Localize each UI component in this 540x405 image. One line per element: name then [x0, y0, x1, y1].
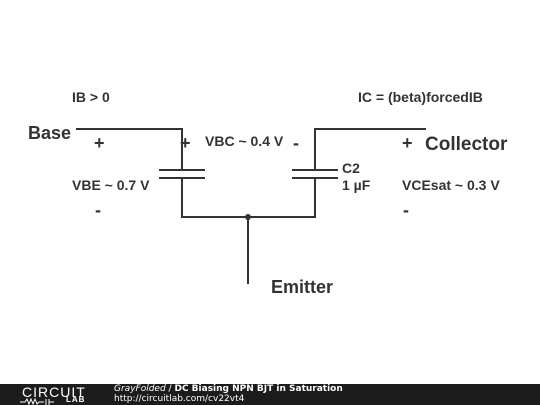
footer-author[interactable]: GrayFolded	[114, 384, 166, 394]
vce-minus: -	[403, 200, 409, 220]
footer-circuit-title[interactable]: DC Biasing NPN BJT in Saturation	[174, 384, 343, 394]
vbc-minus: -	[293, 133, 299, 153]
vbc-plus: +	[180, 133, 191, 153]
vbc-voltage: VBC ~ 0.4 V	[205, 133, 284, 149]
ib-label: IB > 0	[72, 89, 110, 105]
circuitlab-logo-bottom: LAB	[66, 395, 86, 404]
collector-label: Collector	[425, 134, 508, 155]
vce-plus: +	[402, 133, 413, 153]
emitter-label: Emitter	[271, 277, 334, 297]
footer-credit: GrayFolded / DC Biasing NPN BJT in Satur…	[114, 385, 343, 394]
base-label: Base	[28, 123, 72, 143]
circuitlab-logo-top: CIRCUIT	[22, 384, 86, 400]
c2-name: C2	[342, 160, 360, 176]
emitter-junction-dot	[245, 214, 251, 220]
vbe-voltage: VBE ~ 0.7 V	[72, 177, 150, 193]
footer-url[interactable]: http://circuitlab.com/cv22vt4	[114, 394, 245, 404]
ic-label: IC = (beta)forcedIB	[358, 89, 483, 105]
footer-bar: CIRCUIT LAB GrayFolded / DC Biasing NPN …	[0, 384, 540, 405]
vbe-minus: -	[95, 200, 101, 220]
vce-voltage: VCEsat ~ 0.3 V	[402, 177, 500, 193]
vbe-plus: +	[94, 133, 105, 153]
c2-value: 1 µF	[342, 177, 371, 193]
footer-separator: /	[168, 384, 172, 394]
resistor-logo-icon	[20, 398, 54, 405]
circuit-schematic	[76, 128, 426, 284]
